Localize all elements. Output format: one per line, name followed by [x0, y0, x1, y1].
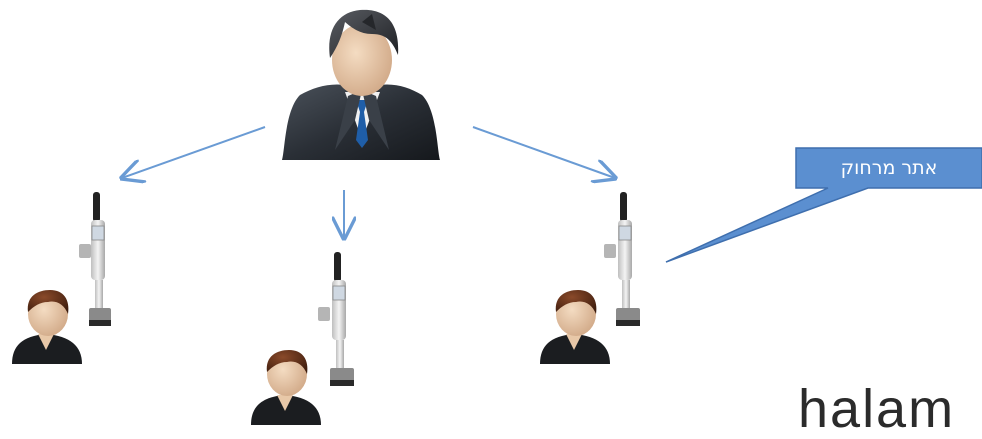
callout-shape [666, 148, 982, 262]
operator-icon [12, 290, 82, 364]
meter-stand-icon [604, 192, 640, 326]
arrow-right [473, 127, 615, 178]
meter-stand-icon [79, 192, 111, 326]
operator-icon [540, 290, 610, 364]
arrow-left [122, 127, 265, 178]
operator-icon [251, 350, 321, 425]
brand-logo-text: halam [798, 382, 955, 436]
diagram-canvas [0, 0, 982, 425]
businessman-icon [282, 10, 440, 160]
meter-stand-icon [318, 252, 354, 386]
